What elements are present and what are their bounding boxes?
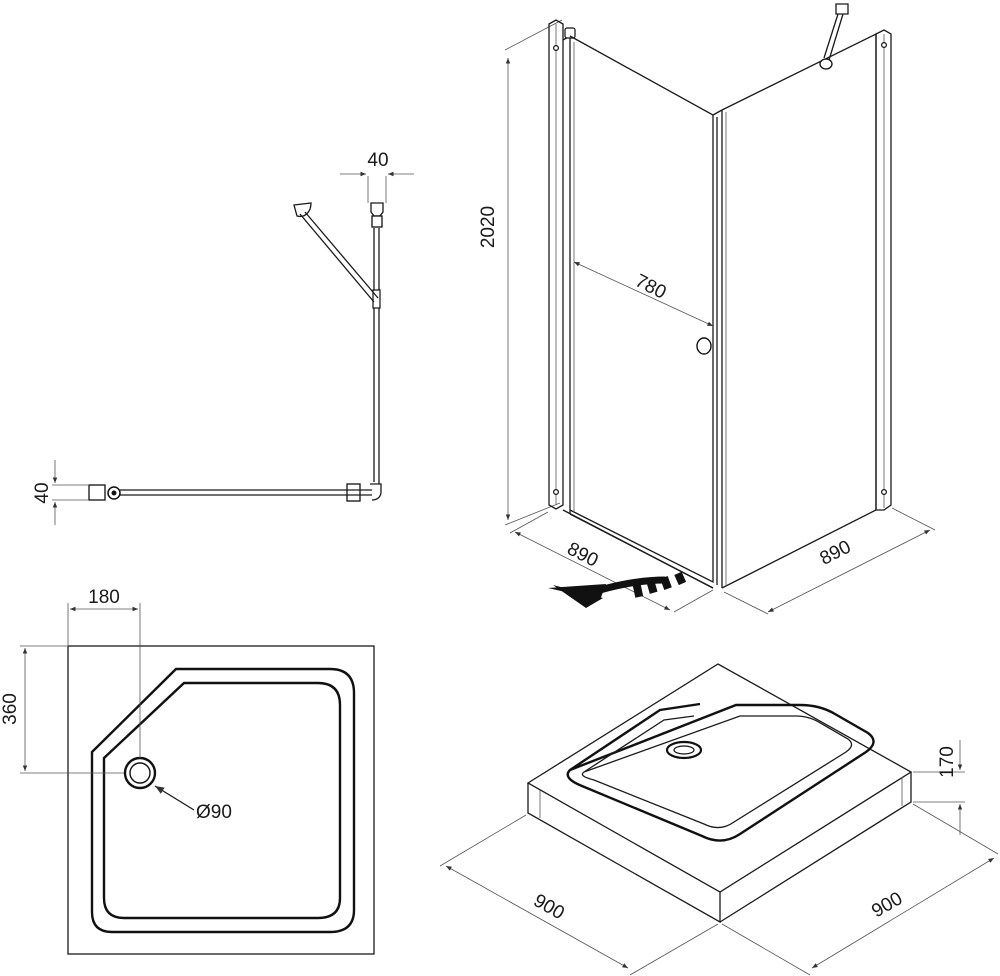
tray-right-face xyxy=(719,772,912,923)
tray-right-dimension: 900 xyxy=(721,803,999,976)
plan-width-label: 40 xyxy=(32,482,53,503)
plan-depth-dimension: 40 xyxy=(340,150,414,203)
iso-drain xyxy=(665,740,703,760)
plan-depth-label: 40 xyxy=(367,150,388,171)
drain-y-label: 360 xyxy=(0,693,21,725)
plan-width-dimension: 40 xyxy=(32,460,88,525)
enclosure-iso: 2020 78 xyxy=(478,3,936,615)
tray-iso: 170 900 900 xyxy=(439,663,999,976)
basin-inner-rim xyxy=(581,715,853,829)
tray-outline xyxy=(67,645,375,955)
basin-outer-rim xyxy=(566,702,875,842)
left-wall-profile xyxy=(548,19,564,510)
door-panel xyxy=(569,35,714,584)
drain-diameter-label: Ø90 xyxy=(196,802,232,823)
drain-inner xyxy=(129,762,151,784)
right-wall-profile xyxy=(875,29,892,511)
door-handle xyxy=(696,337,712,355)
height-label: 2020 xyxy=(478,206,499,248)
tray-left-dimension: 900 xyxy=(439,814,719,976)
door-swing-arrow xyxy=(548,571,687,608)
left-side-dimension: 890 xyxy=(509,511,714,613)
side-panel xyxy=(721,32,877,589)
side-bracket xyxy=(88,484,106,501)
drain-x-dimension: 180 xyxy=(67,587,141,758)
height-dimension: 2020 xyxy=(478,19,563,526)
tray-height-label: 170 xyxy=(937,746,958,778)
tray-right-label: 900 xyxy=(868,888,906,922)
tray-rim-outer xyxy=(90,667,356,934)
right-side-label: 890 xyxy=(817,537,855,570)
plan-view: 40 40 xyxy=(32,150,414,525)
right-side-dimension: 890 xyxy=(723,507,936,615)
drain-x-label: 180 xyxy=(88,587,120,608)
door-width-label: 780 xyxy=(632,271,670,304)
tray-plan: 180 360 Ø90 xyxy=(0,587,375,955)
tray-left-label: 900 xyxy=(530,890,568,924)
drain-y-dimension: 360 xyxy=(0,645,124,774)
wall-mount xyxy=(293,202,312,218)
tray-height-dimension: 170 xyxy=(913,740,965,835)
corner-clamp xyxy=(346,483,361,502)
tray-rim-inner xyxy=(102,681,342,920)
drain-diameter-callout: Ø90 xyxy=(154,785,232,823)
tray-top-face xyxy=(526,663,913,893)
left-side-label: 890 xyxy=(564,539,602,572)
door-width-dimension: 780 xyxy=(573,261,714,327)
top-bracket xyxy=(370,202,384,217)
